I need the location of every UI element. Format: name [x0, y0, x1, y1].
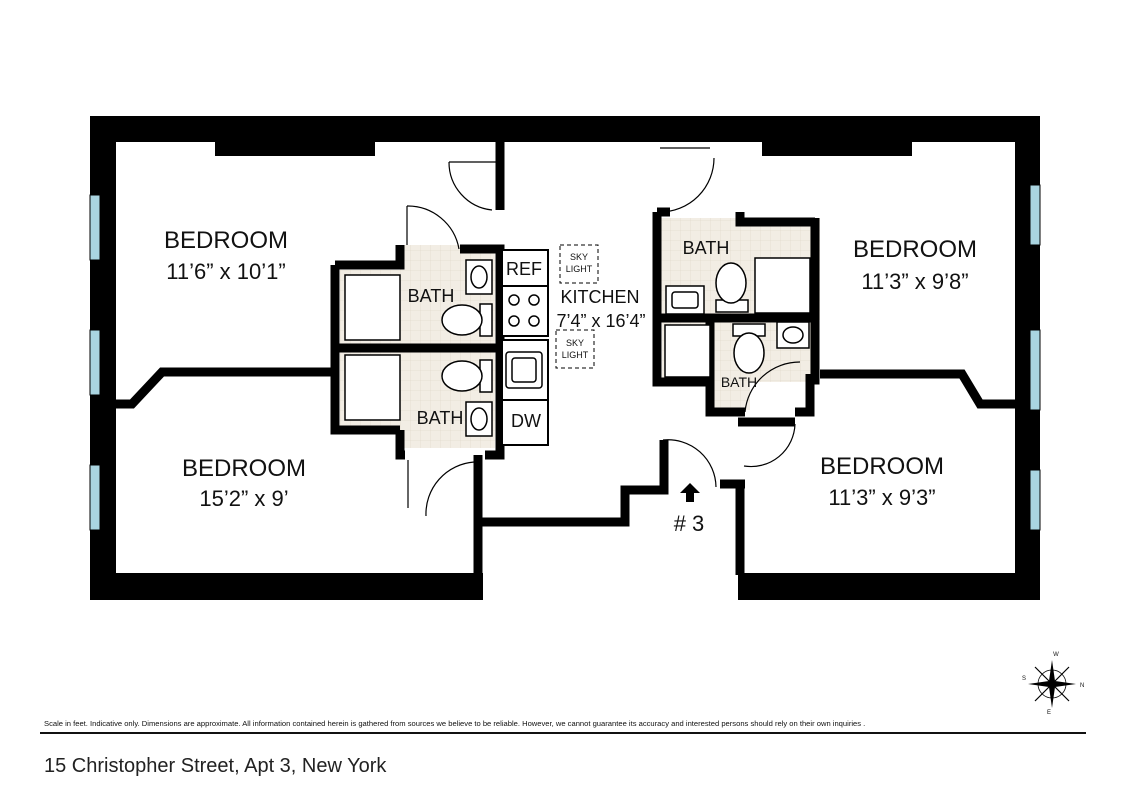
- entry-label: # 3: [674, 511, 705, 536]
- doors: [406, 147, 801, 517]
- disclaimer-text: Scale in feet. Indicative only. Dimensio…: [44, 719, 866, 728]
- bedroom-se-dims: 11’3” x 9’3”: [828, 485, 935, 510]
- compass-icon: W N S E: [1022, 652, 1084, 716]
- interior-walls: [116, 142, 1015, 575]
- dw-label: DW: [511, 411, 541, 431]
- kitchen-name: KITCHEN: [560, 287, 639, 307]
- compass-s: S: [1022, 676, 1026, 682]
- compass-e: E: [1047, 710, 1051, 716]
- kitchen-sink: [505, 351, 543, 389]
- skylight-1-line2: LIGHT: [566, 264, 593, 274]
- compass-n: N: [1080, 683, 1084, 689]
- property-address: 15 Christopher Street, Apt 3, New York: [44, 755, 387, 777]
- bath-w1-label: BATH: [408, 286, 455, 306]
- bath-w2-label: BATH: [417, 408, 464, 428]
- bath-sinks: [465, 259, 810, 437]
- bedroom-se-name: BEDROOM: [820, 453, 944, 480]
- compass-w: W: [1053, 652, 1059, 658]
- bedroom-ne-name: BEDROOM: [853, 236, 977, 263]
- bedroom-sw-name: BEDROOM: [182, 455, 306, 482]
- entry-arrow-icon: [680, 483, 700, 502]
- kitchen-dims: 7’4” x 16’4”: [556, 311, 645, 331]
- showers: [344, 257, 811, 421]
- skylight-1-line1: SKY: [570, 252, 588, 262]
- kitchen-counter: [501, 249, 549, 446]
- toilets: [441, 262, 766, 393]
- range-burners: [508, 294, 540, 327]
- ref-label: REF: [506, 259, 542, 279]
- skylights: [555, 244, 599, 369]
- skylight-2-line2: LIGHT: [562, 350, 589, 360]
- bath-e1-label: BATH: [683, 238, 730, 258]
- bedroom-nw-name: BEDROOM: [164, 227, 288, 254]
- footer-divider: [40, 732, 1086, 734]
- bedroom-nw-dims: 11’6” x 10’1”: [166, 259, 285, 284]
- windows: [89, 184, 1041, 531]
- bath-e2-label: BATH: [721, 374, 757, 390]
- bedroom-sw-dims: 15’2” x 9’: [199, 486, 288, 511]
- bedroom-ne-dims: 11’3” x 9’8”: [861, 269, 968, 294]
- skylight-2-line1: SKY: [566, 338, 584, 348]
